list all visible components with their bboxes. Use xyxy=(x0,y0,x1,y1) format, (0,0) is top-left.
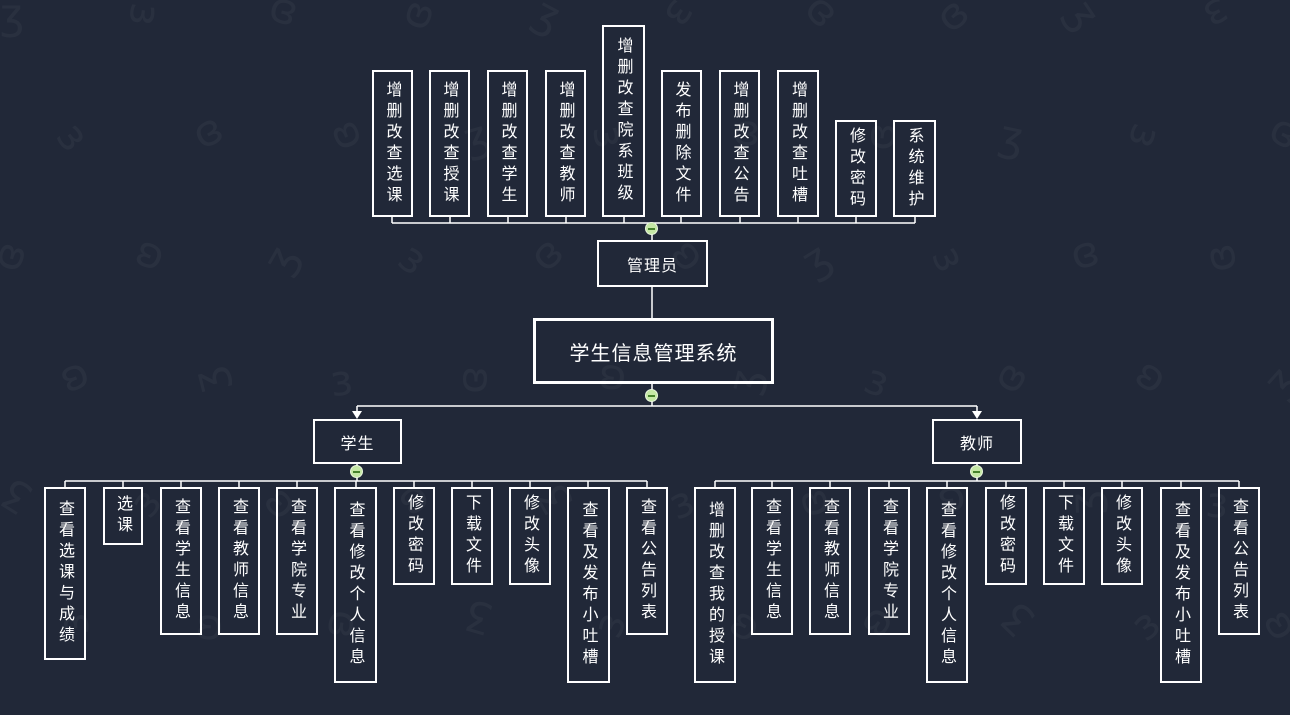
student-child-node[interactable]: 选课 xyxy=(103,487,143,545)
root-node[interactable]: 学生信息管理系统 xyxy=(533,318,774,384)
teacher-child-node[interactable]: 查看学院专业 xyxy=(868,487,910,635)
teacher-child-node[interactable]: 查看公告列表 xyxy=(1218,487,1260,635)
teacher-child-node[interactable]: 增删改查我的授课 xyxy=(694,487,736,683)
teacher-child-node[interactable]: 修改头像 xyxy=(1101,487,1143,585)
student-child-node[interactable]: 查看修改个人信息 xyxy=(334,487,377,683)
collapse-toggle-admin[interactable] xyxy=(645,222,658,235)
teacher-child-node[interactable]: 下载文件 xyxy=(1043,487,1085,585)
teacher-child-node[interactable]: 查看修改个人信息 xyxy=(926,487,968,683)
admin-child-node[interactable]: 发布删除文件 xyxy=(661,70,702,217)
teacher-child-node[interactable]: 查看学生信息 xyxy=(751,487,793,635)
admin-node[interactable]: 管理员 xyxy=(597,240,708,287)
collapse-toggle-teacher[interactable] xyxy=(970,465,983,478)
admin-child-node[interactable]: 增删改查吐槽 xyxy=(777,70,819,217)
student-child-node[interactable]: 查看选课与成绩 xyxy=(44,487,86,660)
admin-child-node[interactable]: 增删改查学生 xyxy=(487,70,528,217)
admin-child-node[interactable]: 修改密码 xyxy=(835,120,877,217)
student-child-node[interactable]: 下载文件 xyxy=(451,487,493,585)
teacher-child-node[interactable]: 修改密码 xyxy=(985,487,1027,585)
collapse-toggle-root[interactable] xyxy=(645,389,658,402)
arrow-to-student xyxy=(352,411,362,419)
teacher-node[interactable]: 教师 xyxy=(932,419,1022,464)
admin-child-node[interactable]: 增删改查授课 xyxy=(429,70,470,217)
student-child-node[interactable]: 查看公告列表 xyxy=(626,487,668,635)
student-child-node[interactable]: 修改头像 xyxy=(509,487,551,585)
student-child-node[interactable]: 查看及发布小吐槽 xyxy=(567,487,610,683)
student-node[interactable]: 学生 xyxy=(313,419,402,464)
admin-child-node[interactable]: 增删改查选课 xyxy=(372,70,413,217)
admin-child-node[interactable]: 增删改查教师 xyxy=(545,70,586,217)
collapse-toggle-student[interactable] xyxy=(350,465,363,478)
student-child-node[interactable]: 修改密码 xyxy=(393,487,435,585)
admin-child-node[interactable]: 增删改查院系班级 xyxy=(602,25,645,217)
teacher-child-node[interactable]: 查看教师信息 xyxy=(809,487,851,635)
student-child-node[interactable]: 查看学生信息 xyxy=(160,487,202,635)
admin-child-node[interactable]: 系统维护 xyxy=(893,120,936,217)
teacher-child-node[interactable]: 查看及发布小吐槽 xyxy=(1160,487,1202,683)
admin-child-node[interactable]: 增删改查公告 xyxy=(719,70,760,217)
student-child-node[interactable]: 查看学院专业 xyxy=(276,487,318,635)
student-child-node[interactable]: 查看教师信息 xyxy=(218,487,260,635)
arrow-to-teacher xyxy=(972,411,982,419)
